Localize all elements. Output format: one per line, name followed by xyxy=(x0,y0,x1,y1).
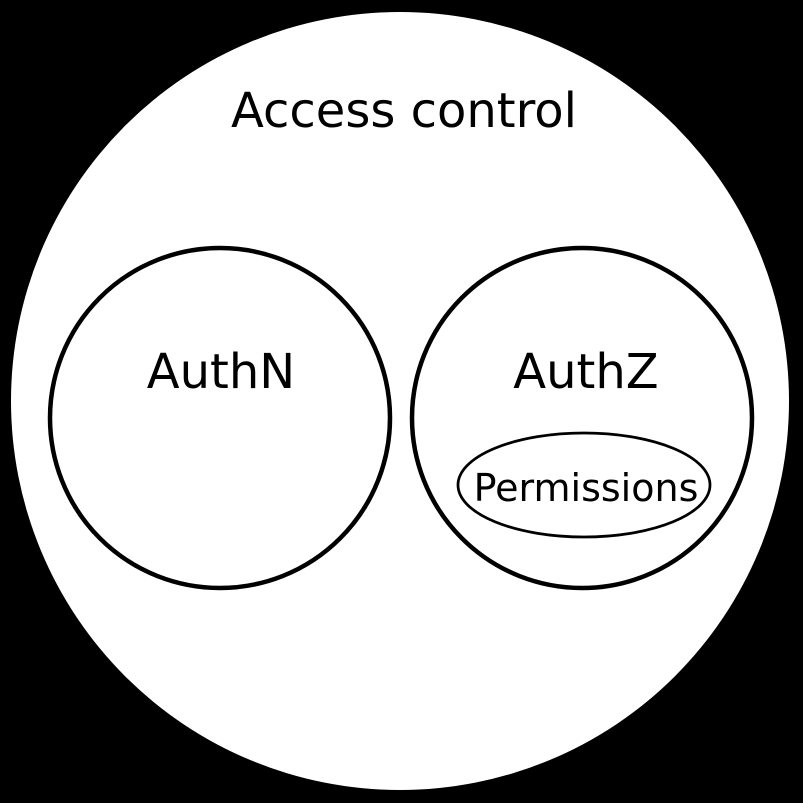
permissions-subset-ellipse xyxy=(456,431,712,539)
authz-set-circle xyxy=(409,245,755,591)
access-control-label: Access control xyxy=(231,83,577,139)
authn-set-circle xyxy=(47,245,393,591)
access-control-set-ellipse xyxy=(11,12,789,790)
permissions-label: Permissions xyxy=(474,466,699,510)
authz-label: AuthZ xyxy=(513,344,658,400)
authn-label: AuthN xyxy=(147,344,295,400)
